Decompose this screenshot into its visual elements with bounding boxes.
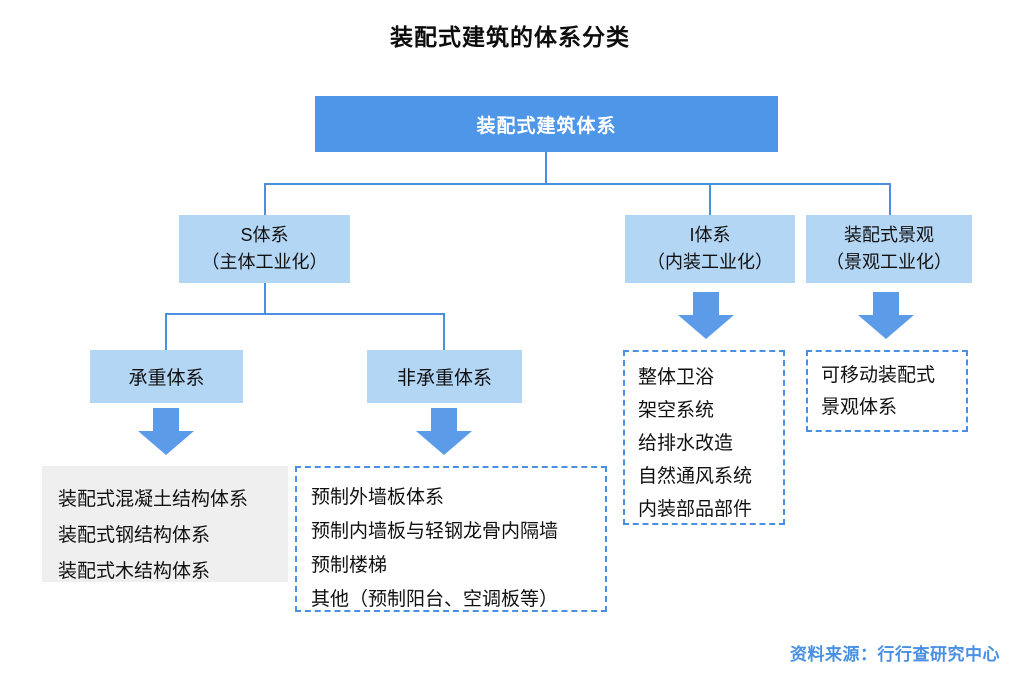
connector-level3-horizontal — [165, 313, 445, 315]
list-item: 预制外墙板体系 — [311, 487, 445, 508]
node-s-system-subtitle: （主体工业化） — [201, 252, 328, 272]
list-item: 装配式木结构体系 — [58, 561, 211, 582]
node-load-bearing-label: 承重体系 — [128, 368, 205, 389]
leaf-i-system-list: 整体卫浴 架空系统 给排水改造 自然通风系统 内装部品部件 — [623, 350, 785, 525]
node-landscape-system-title: 装配式景观 — [844, 225, 934, 245]
node-root-prefab-building-system: 装配式建筑体系 — [315, 96, 778, 152]
list-item: 预制内墙板与轻钢龙骨内隔墙 — [311, 521, 559, 542]
connector-root-stem — [545, 152, 547, 183]
node-non-load-bearing-label: 非承重体系 — [396, 368, 492, 389]
arrow-head — [858, 315, 914, 339]
connector-drop-landscape-branch — [889, 185, 891, 215]
list-item: 内装部品部件 — [638, 499, 753, 520]
arrow-head — [138, 431, 194, 455]
arrow-stem — [431, 408, 457, 431]
node-s-system: S体系 （主体工业化） — [179, 215, 350, 283]
connector-drop-non-load-bearing — [443, 315, 445, 350]
list-item: 给排水改造 — [638, 433, 734, 454]
node-i-system: I体系 （内装工业化） — [625, 215, 795, 283]
arrow-head — [678, 315, 734, 339]
leaf-load-bearing-list: 装配式混凝土结构体系 装配式钢结构体系 装配式木结构体系 — [42, 466, 288, 582]
down-arrow-icon — [678, 292, 734, 339]
arrow-head — [416, 431, 472, 455]
node-landscape-system: 装配式景观 （景观工业化） — [806, 215, 972, 283]
down-arrow-icon — [416, 408, 472, 455]
down-arrow-icon — [858, 292, 914, 339]
connector-drop-i-branch — [709, 185, 711, 215]
list-item: 装配式钢结构体系 — [58, 525, 211, 546]
list-item: 自然通风系统 — [638, 466, 753, 487]
list-item: 其他（预制阳台、空调板等） — [311, 589, 559, 610]
node-non-load-bearing: 非承重体系 — [367, 350, 522, 403]
arrow-stem — [693, 292, 719, 315]
arrow-stem — [153, 408, 179, 431]
list-item: 整体卫浴 — [638, 367, 715, 388]
node-load-bearing: 承重体系 — [90, 350, 243, 403]
list-item: 架空系统 — [638, 400, 715, 421]
node-landscape-system-subtitle: （景观工业化） — [826, 252, 952, 272]
list-item: 可移动装配式 — [821, 365, 936, 386]
connector-drop-s-branch — [264, 185, 266, 215]
page-title: 装配式建筑的体系分类 — [390, 24, 630, 50]
arrow-stem — [873, 292, 899, 315]
node-i-system-title: I体系 — [689, 225, 731, 245]
connector-s-stem — [264, 283, 266, 313]
leaf-non-load-bearing-list: 预制外墙板体系 预制内墙板与轻钢龙骨内隔墙 预制楼梯 其他（预制阳台、空调板等） — [295, 466, 607, 612]
node-i-system-subtitle: （内装工业化） — [647, 252, 773, 272]
list-item: 景观体系 — [821, 397, 898, 418]
node-root-label: 装配式建筑体系 — [476, 115, 617, 137]
down-arrow-icon — [138, 408, 194, 455]
leaf-landscape-list: 可移动装配式 景观体系 — [806, 350, 968, 432]
list-item: 装配式混凝土结构体系 — [58, 489, 249, 510]
node-s-system-title: S体系 — [240, 225, 289, 245]
connector-level2-horizontal — [264, 183, 891, 185]
connector-drop-load-bearing — [165, 315, 167, 350]
source-note: 资料来源：行行查研究中心 — [790, 645, 1000, 664]
list-item: 预制楼梯 — [311, 555, 388, 576]
